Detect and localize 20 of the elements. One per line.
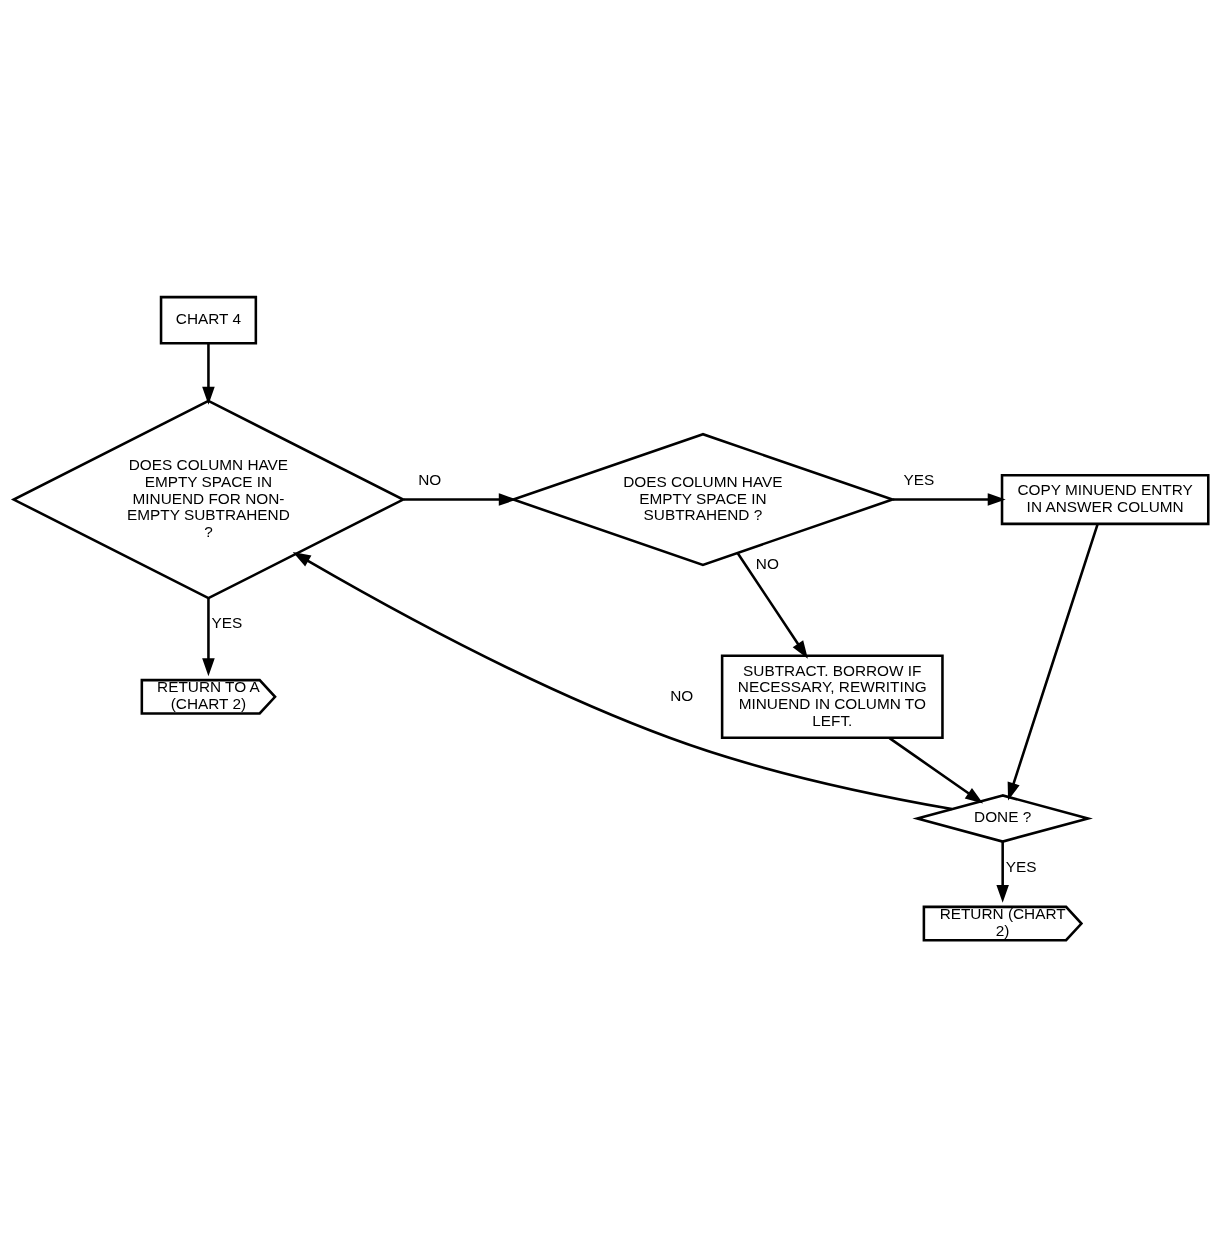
node-diamond: DOES COLUMN HAVE EMPTY SPACE IN MINUEND FOR NON-EMPTY SUBTRAHEND ? [10,398,406,600]
arrow [1007,523,1099,800]
arrow [403,492,517,506]
edge-label: NO [755,554,779,572]
arrow [292,551,953,810]
arrow [888,736,984,803]
arrow [892,492,1006,506]
arrow [736,551,808,659]
edge-label: YES [211,613,243,631]
node-box: SUBTRACT. BORROW IF NECESSARY, REWRITING MINUEND IN COLUMN TO LEFT. [720,654,944,739]
arrow [202,343,215,405]
edge-label: YES [1005,857,1037,875]
arrow [996,841,1009,903]
node-box: CHART 4 [159,295,258,344]
arrow [202,597,215,676]
edge-label: YES [903,470,935,488]
node-box: COPY MINUEND ENTRY IN ANSWER COLUMN [1000,473,1210,525]
edge-label: NO [418,470,442,488]
node-diamond: DONE ? [912,793,1093,843]
edge-label: NO [670,686,694,704]
